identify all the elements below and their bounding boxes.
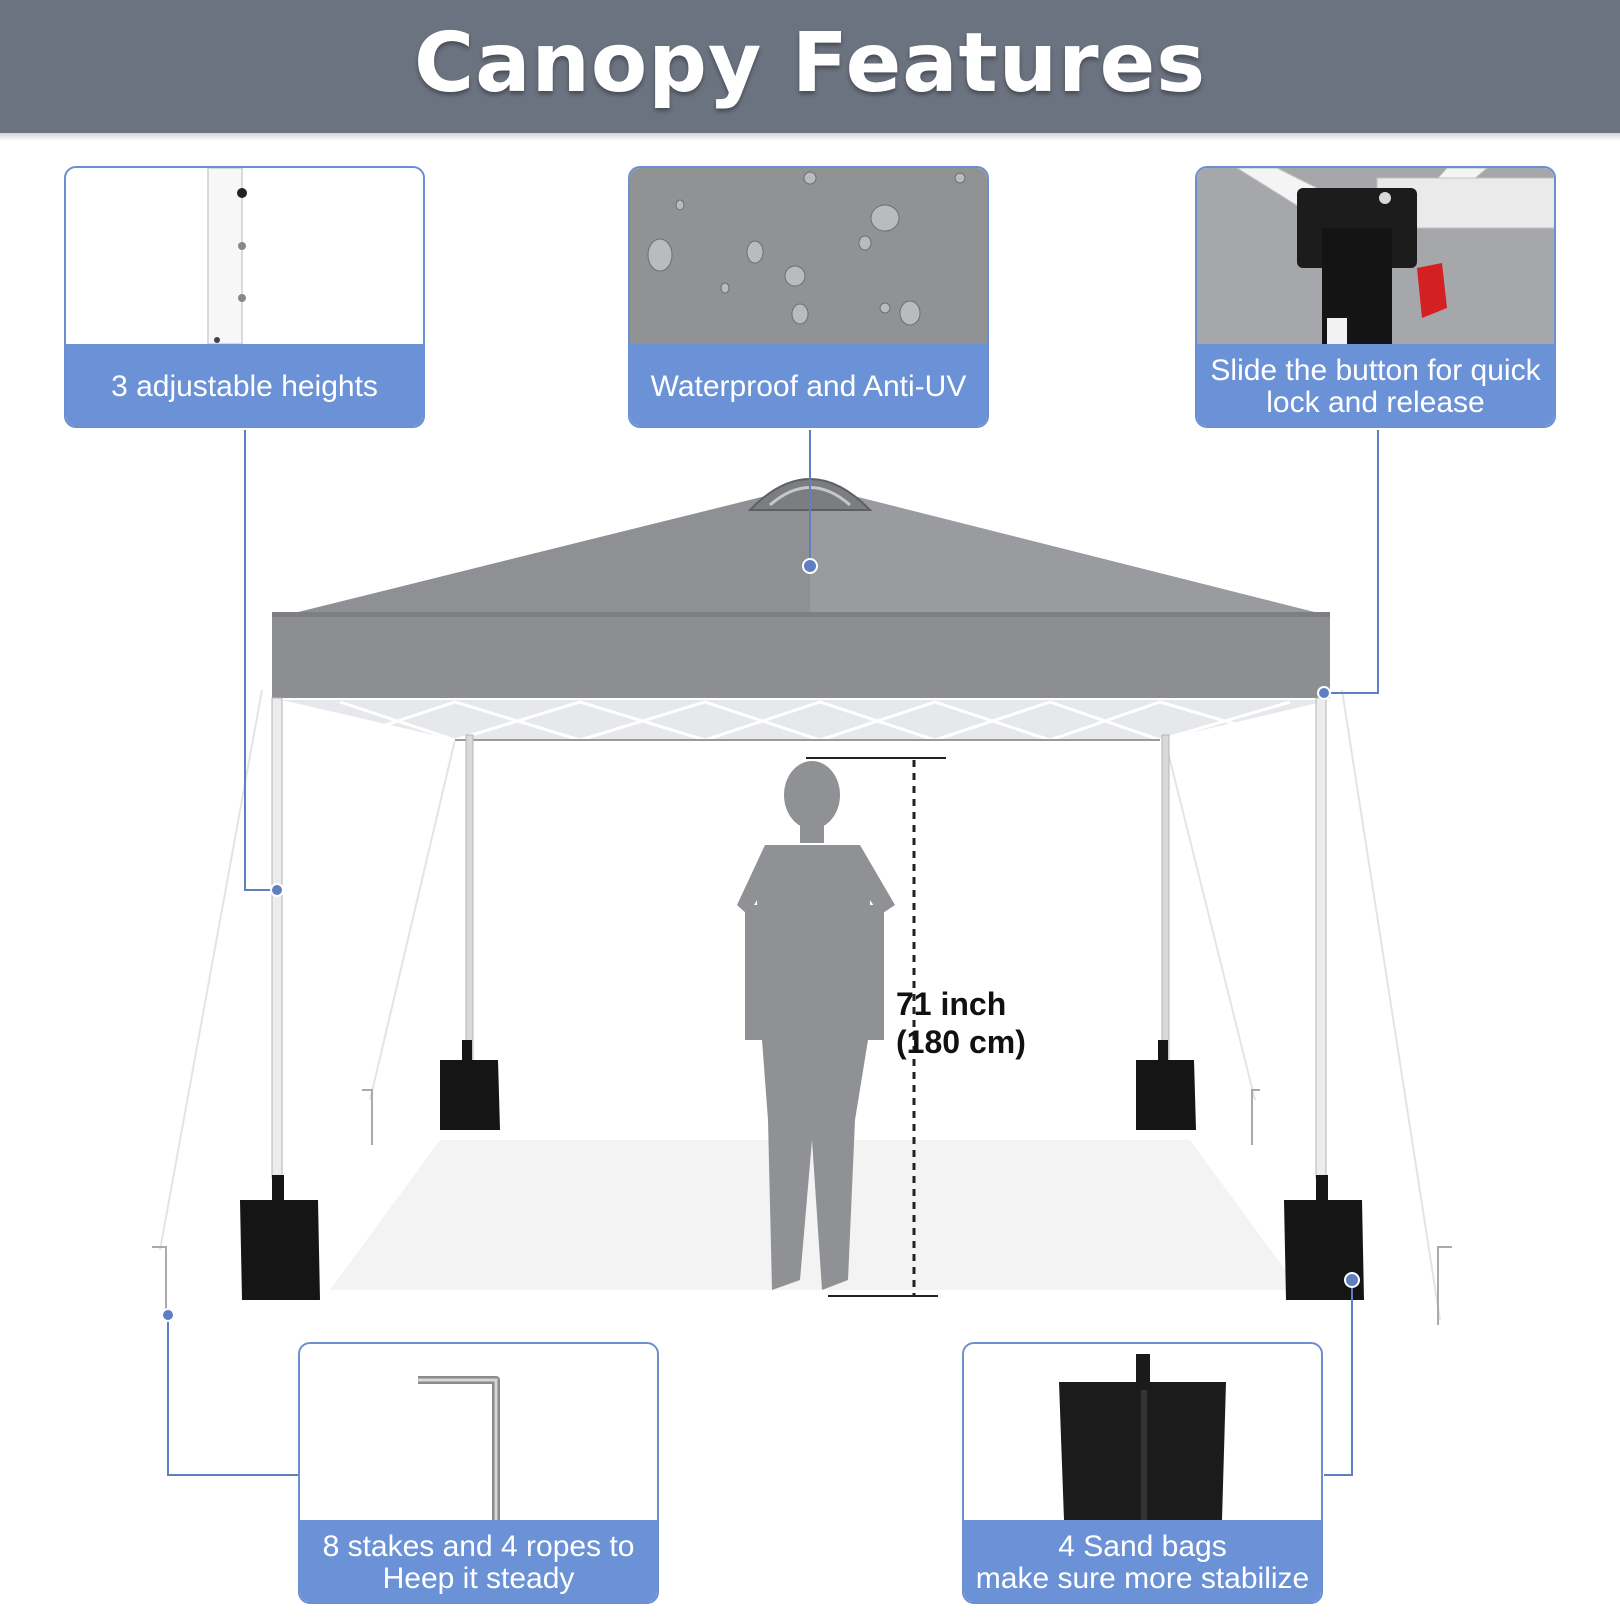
feature-card-waterproof: Waterproof and Anti-UV (628, 166, 989, 428)
sand-bag (240, 1040, 1364, 1300)
ground-stake (1251, 1089, 1260, 1145)
feature-label-lock-button: Slide the button for quick lock and rele… (1197, 344, 1554, 426)
tent-leg-back-left (465, 734, 474, 1066)
feature-card-lock-button: Slide the button for quick lock and rele… (1195, 166, 1556, 428)
feature-card-sandbags: 4 Sand bags make sure more stabilize (962, 1342, 1323, 1604)
feature-label-sandbags: 4 Sand bags make sure more stabilize (964, 1520, 1321, 1602)
canopy-valance (272, 612, 1330, 698)
ground-stake (1437, 1246, 1452, 1325)
stakes-label-line2: Heep it steady (382, 1562, 575, 1595)
header-banner (0, 0, 1620, 133)
feature-card-stakes: 8 stakes and 4 ropes to Heep it steady (298, 1342, 659, 1604)
feature-label-stakes: 8 stakes and 4 ropes to Heep it steady (300, 1520, 657, 1602)
feature-label-waterproof: Waterproof and Anti-UV (630, 344, 987, 426)
lock-label-line1: Slide the button for quick (1210, 354, 1541, 387)
tent-leg-front-left (271, 697, 283, 1179)
floor-shadow (330, 1140, 1300, 1290)
feature-label-heights: 3 adjustable heights (66, 344, 423, 426)
height-measurement: 71 inch (180 cm) (896, 985, 1026, 1061)
stakes-label-line1: 8 stakes and 4 ropes to (322, 1530, 635, 1563)
lock-label-line2: lock and release (1266, 386, 1485, 419)
sandbags-label-line1: 4 Sand bags (1058, 1530, 1227, 1563)
stake-photo (300, 1344, 657, 1520)
sandbag-photo (964, 1344, 1321, 1520)
ground-stake (152, 1246, 167, 1310)
height-inch: 71 inch (896, 986, 1007, 1022)
header-shadow (0, 133, 1620, 141)
pole-photo (66, 168, 423, 344)
guy-rope (369, 739, 456, 1101)
feature-card-heights: 3 adjustable heights (64, 166, 425, 428)
height-cm: (180 cm) (896, 1024, 1026, 1060)
guy-rope (1341, 689, 1441, 1321)
guy-rope (1164, 739, 1256, 1101)
tent-leg-front-right (1315, 697, 1327, 1179)
tent-leg-back-right (1161, 734, 1170, 1066)
sandbags-label-line2: make sure more stabilize (975, 1562, 1310, 1595)
ground-stake (362, 1089, 373, 1145)
fabric-water-photo (630, 168, 987, 344)
canopy-vent (747, 478, 873, 511)
person-silhouette (737, 761, 895, 1290)
lock-button-photo (1197, 168, 1554, 344)
guy-rope (159, 689, 263, 1251)
page-title: Canopy Features (414, 16, 1206, 111)
